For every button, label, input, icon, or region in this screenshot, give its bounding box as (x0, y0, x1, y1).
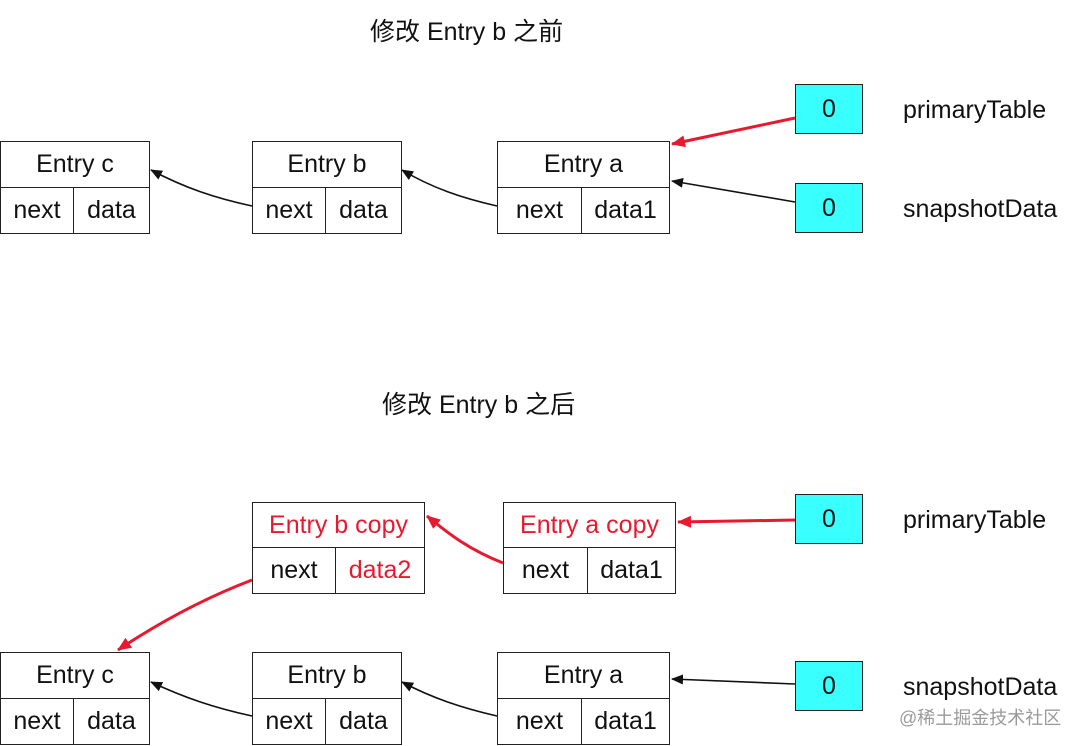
entry-data-cell: data (339, 195, 388, 224)
title-before: 修改 Entry b 之前 (370, 18, 564, 46)
snapshot-data-label-bottom: snapshotData (903, 673, 1058, 701)
primary-table-label-top: primaryTable (903, 96, 1047, 124)
primary-table-label-bottom: primaryTable (903, 506, 1047, 534)
arrow-entry-b-copy-to-entry-c (117, 578, 253, 652)
entry-c-top: Entry c next data (0, 141, 150, 234)
entry-data-cell: data1 (594, 706, 657, 735)
entry-name: Entry c (1, 653, 149, 699)
entry-name: Entry c (1, 142, 149, 188)
entry-next-cell: next (504, 548, 588, 593)
primary-table-pointer-bottom: 0 (795, 494, 863, 544)
arrow-entry-a-to-entry-b-bottom (401, 681, 498, 717)
entry-next-cell: next (498, 698, 582, 744)
entry-name: Entry b copy (253, 503, 424, 548)
entry-data-cell: data (339, 706, 388, 735)
entry-next-cell: next (253, 187, 326, 233)
snapshot-data-label-top: snapshotData (903, 195, 1058, 223)
entry-next-cell: next (498, 187, 582, 233)
entry-data-cell: data1 (600, 556, 663, 584)
arrow-entry-b-to-entry-c-bottom (150, 681, 253, 717)
entry-a-top: Entry a next data1 (497, 141, 670, 234)
entry-data-cell: data (87, 706, 136, 735)
entry-b-bottom: Entry b next data (252, 652, 402, 745)
entry-next-cell: next (253, 548, 336, 593)
arrow-entry-a-to-entry-b-top (401, 169, 498, 207)
entry-next-cell: next (1, 187, 74, 233)
entry-data-cell: data (87, 195, 136, 224)
entry-name: Entry b (253, 142, 401, 188)
entry-c-bottom: Entry c next data (0, 652, 150, 745)
entry-b-copy: Entry b copy next data2 (252, 502, 425, 594)
arrow-snapshot-to-entry-a-bottom (671, 674, 796, 685)
entry-name: Entry b (253, 653, 401, 699)
entry-next-cell: next (1, 698, 74, 744)
arrow-primary-to-entry-a-copy (677, 515, 796, 528)
entry-next-cell: next (253, 698, 326, 744)
arrow-entry-b-to-entry-c-top (150, 169, 253, 207)
title-after: 修改 Entry b 之后 (382, 391, 576, 419)
entry-name: Entry a (498, 653, 669, 699)
arrow-primary-to-entry-a-top (671, 116, 796, 148)
entry-data-cell: data1 (594, 195, 657, 224)
arrow-entry-a-copy-to-entry-b-copy (426, 514, 504, 565)
arrow-snapshot-to-entry-a-top (671, 177, 796, 203)
entry-a-copy: Entry a copy next data1 (503, 502, 676, 594)
snapshot-data-pointer-top: 0 (795, 183, 863, 233)
watermark: @稀土掘金技术社区 (899, 708, 1062, 728)
entry-a-bottom: Entry a next data1 (497, 652, 670, 745)
snapshot-data-pointer-bottom: 0 (795, 661, 863, 711)
entry-name: Entry a copy (504, 503, 675, 548)
primary-table-pointer-top: 0 (795, 84, 863, 134)
entry-data-cell: data2 (348, 556, 412, 584)
entry-b-top: Entry b next data (252, 141, 402, 234)
entry-name: Entry a (498, 142, 669, 188)
